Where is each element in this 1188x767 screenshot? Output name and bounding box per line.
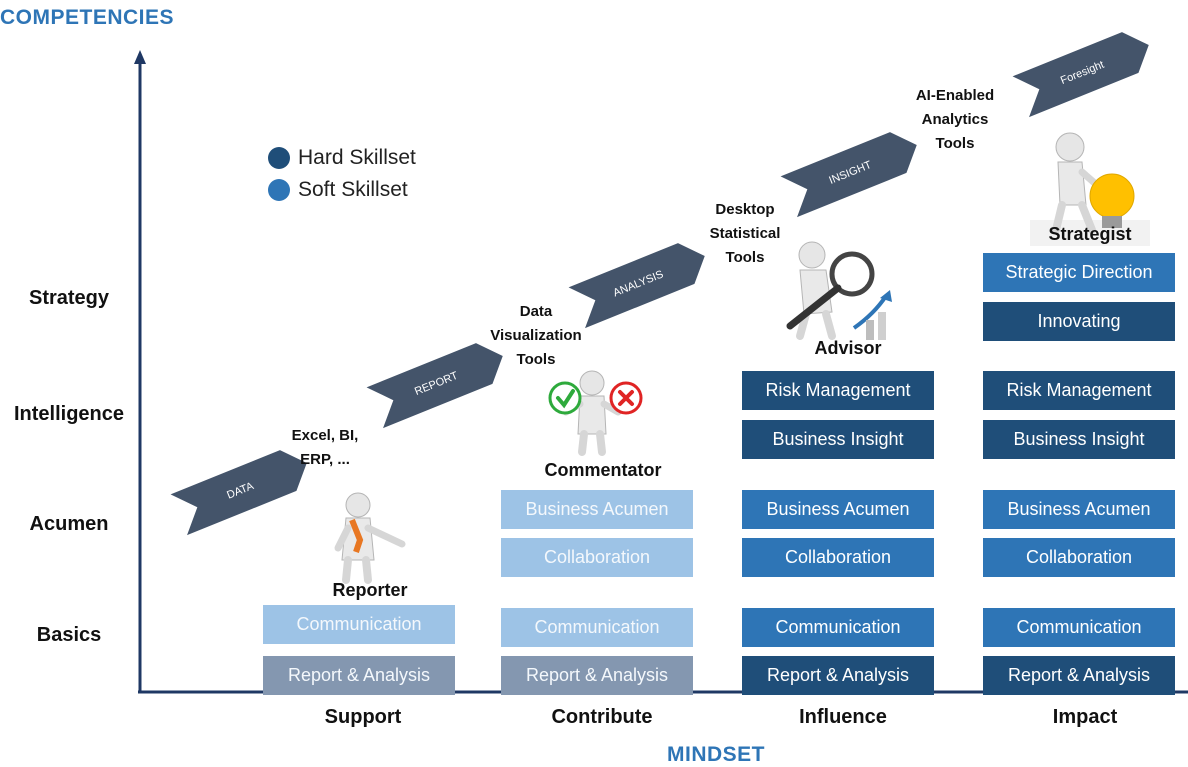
legend-hard-label: Hard Skillset [298, 146, 416, 169]
lightbulb-icon [1089, 173, 1135, 219]
box-influence-collaboration: Collaboration [742, 538, 934, 577]
box-contribute-communication: Communication [501, 608, 693, 647]
legend-soft-skillset: Soft Skillset [268, 178, 408, 202]
x-label-impact: Impact [1052, 706, 1118, 728]
tool-note-line: Analytics [921, 111, 989, 128]
arrow-analysis: ANALYSIS [568, 243, 705, 329]
box-impact-business-acumen: Business Acumen [983, 490, 1175, 529]
tool-note-line: Statistical [709, 225, 781, 242]
persona-strategist: Strategist [1048, 224, 1132, 244]
tool-note-contribute: Data Visualization Tools [476, 300, 596, 372]
arrow-insight: INSIGHT [780, 132, 917, 218]
check-icon [548, 381, 582, 415]
legend-soft-swatch [268, 179, 290, 201]
tool-note-line: Desktop [715, 201, 775, 218]
y-label-strategy: Strategy [28, 287, 110, 309]
legend-hard-swatch [268, 147, 290, 169]
box-impact-report-analysis: Report & Analysis [983, 656, 1175, 695]
box-contribute-collaboration: Collaboration [501, 538, 693, 577]
box-contribute-report-analysis: Report & Analysis [501, 656, 693, 695]
x-label-support: Support [324, 706, 402, 728]
box-support-report-analysis: Report & Analysis [263, 656, 455, 695]
box-impact-innovating: Innovating [983, 302, 1175, 341]
persona-reporter: Reporter [332, 580, 408, 600]
tool-note-line: Tools [516, 351, 556, 368]
box-impact-collaboration: Collaboration [983, 538, 1175, 577]
tool-note-line: ERP, ... [300, 451, 350, 468]
advisor-figure [786, 241, 892, 340]
box-influence-communication: Communication [742, 608, 934, 647]
tool-note-line: Tools [935, 135, 975, 152]
reporter-figure [334, 492, 406, 584]
x-axis-title: MINDSET [667, 743, 765, 766]
box-impact-strategic-direction: Strategic Direction [983, 253, 1175, 292]
box-influence-risk-management: Risk Management [742, 371, 934, 410]
box-impact-communication: Communication [983, 608, 1175, 647]
arrow-data: DATA [170, 450, 307, 536]
box-contribute-business-acumen: Business Acumen [501, 490, 693, 529]
tool-note-line: Excel, BI, [291, 427, 359, 444]
commentator-figure [548, 370, 643, 456]
x-label-contribute: Contribute [551, 706, 653, 728]
box-support-communication: Communication [263, 605, 455, 644]
tool-note-line: Data [519, 303, 553, 320]
strategist-figure [1030, 132, 1150, 246]
tool-note-line: Visualization [490, 327, 582, 344]
box-impact-business-insight: Business Insight [983, 420, 1175, 459]
box-influence-business-insight: Business Insight [742, 420, 934, 459]
legend-hard-skillset: Hard Skillset [268, 146, 416, 170]
tool-note-line: AI-Enabled [915, 87, 995, 104]
persona-commentator: Commentator [544, 460, 662, 480]
magnifier-icon [829, 251, 875, 297]
box-influence-report-analysis: Report & Analysis [742, 656, 934, 695]
y-label-acumen: Acumen [29, 513, 109, 535]
tool-note-influence: Desktop Statistical Tools [690, 198, 800, 270]
y-axis-arrowhead [134, 50, 146, 64]
tool-note-impact: AI-Enabled Analytics Tools [900, 84, 1010, 156]
persona-advisor: Advisor [814, 338, 882, 358]
legend-soft-label: Soft Skillset [298, 178, 408, 201]
y-label-intelligence: Intelligence [13, 403, 125, 425]
arrow-foresight: Foresight [1012, 32, 1149, 118]
tool-note-line: Tools [725, 249, 765, 266]
box-influence-business-acumen: Business Acumen [742, 490, 934, 529]
y-axis-title: COMPETENCIES [0, 6, 175, 29]
tool-note-support: Excel, BI, ERP, ... [275, 424, 375, 472]
arrow-report: REPORT [366, 343, 503, 429]
box-impact-risk-management: Risk Management [983, 371, 1175, 410]
y-label-basics: Basics [36, 624, 102, 646]
x-label-influence: Influence [799, 706, 887, 728]
